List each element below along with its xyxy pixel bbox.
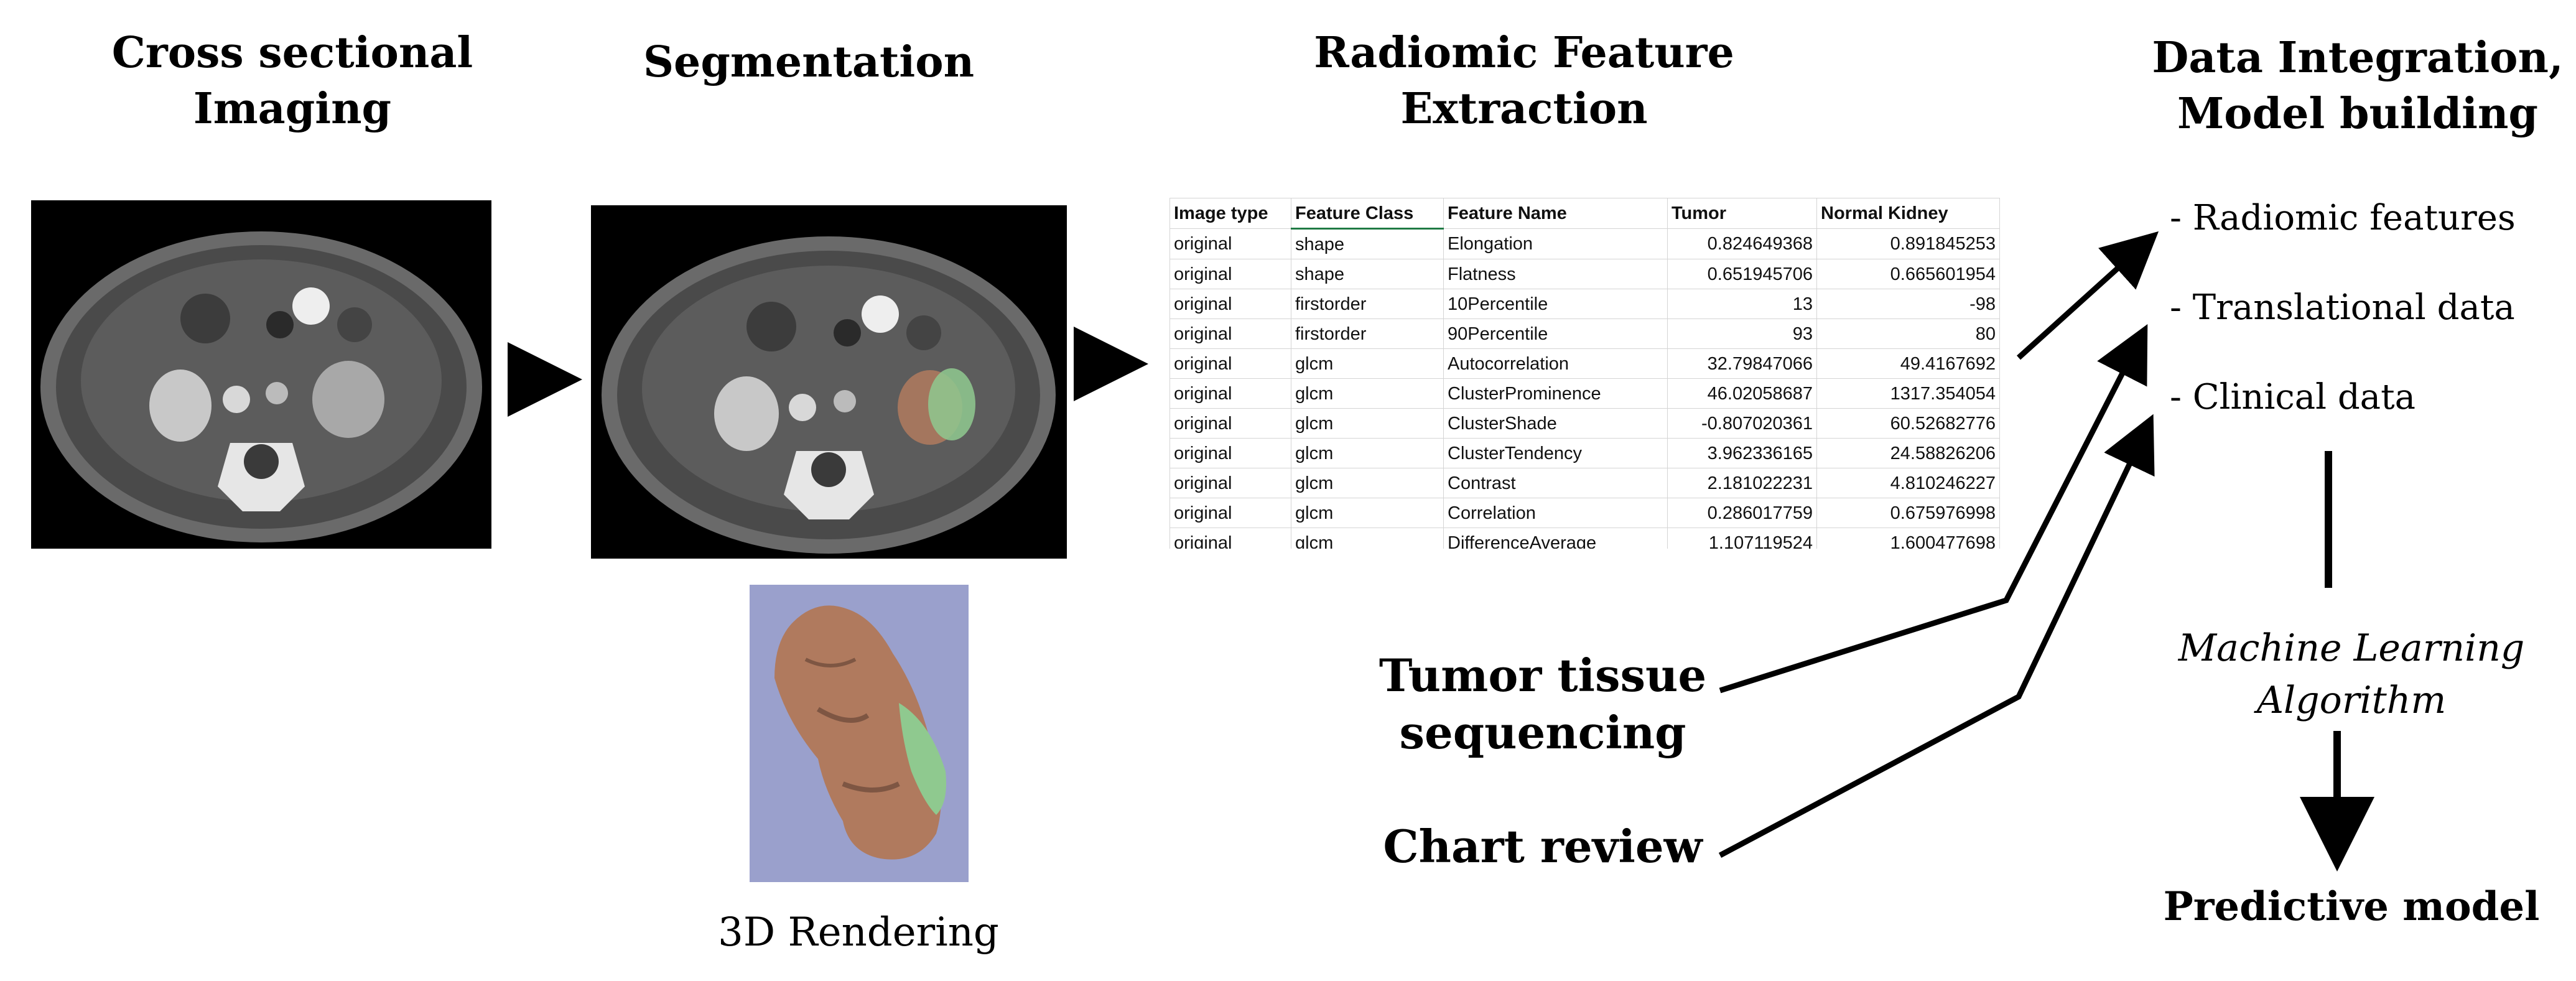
table-cell: original: [1169, 228, 1291, 259]
table-cell: original: [1169, 259, 1291, 289]
table-cell: 13: [1667, 289, 1817, 319]
segmentation-header: Segmentation: [643, 37, 975, 87]
imaging-header: Cross sectional Imaging: [111, 28, 473, 134]
3d-rendering-image: [750, 585, 969, 882]
table-cell: original: [1169, 468, 1291, 498]
table-cell: 1.600477698: [1816, 528, 2000, 549]
table-cell: original: [1169, 528, 1291, 549]
3d-rendering-label: 3D Rendering: [718, 909, 999, 955]
col-header: Normal Kidney: [1816, 198, 2000, 229]
table-cell: 24.58826206: [1816, 438, 2000, 468]
table-cell: original: [1169, 498, 1291, 528]
table-cell: original: [1169, 348, 1291, 379]
table-cell: ClusterProminence: [1443, 378, 1668, 409]
table-cell: 3.962336165: [1667, 438, 1817, 468]
table-cell: 60.52682776: [1816, 408, 2000, 439]
clinical-data-item: - Clinical data: [2170, 377, 2416, 417]
table-cell: firstorder: [1291, 318, 1444, 349]
table-cell: glcm: [1291, 498, 1444, 528]
table-cell: 0.824649368: [1667, 228, 1817, 259]
tumor-sequencing-label: Tumor tissue sequencing: [1379, 649, 1707, 759]
table-cell: 1.107119524: [1667, 528, 1817, 549]
table-cell: 10Percentile: [1443, 289, 1668, 319]
table-cell: glcm: [1291, 408, 1444, 439]
col-header: Feature Name: [1443, 198, 1668, 229]
table-cell: 0.651945706: [1667, 259, 1817, 289]
table-cell: 2.181022231: [1667, 468, 1817, 498]
table-cell: 32.79847066: [1667, 348, 1817, 379]
table-cell: original: [1169, 408, 1291, 439]
table-cell: glcm: [1291, 378, 1444, 409]
table-cell: Flatness: [1443, 259, 1668, 289]
col-header: Image type: [1169, 198, 1291, 229]
table-cell: firstorder: [1291, 289, 1444, 319]
col-header: Feature Class: [1291, 198, 1444, 230]
table-cell: glcm: [1291, 528, 1444, 549]
table-cell: Autocorrelation: [1443, 348, 1668, 379]
table-cell: 4.810246227: [1816, 468, 2000, 498]
arrow-table-to-radiomic-features: [2016, 231, 2159, 360]
table-cell: glcm: [1291, 348, 1444, 379]
table-cell: 0.891845253: [1816, 228, 2000, 259]
table-cell: original: [1169, 289, 1291, 319]
table-cell: 93: [1667, 318, 1817, 349]
translational-data-item: - Translational data: [2170, 287, 2515, 328]
table-cell: 90Percentile: [1443, 318, 1668, 349]
chart-review-label: Chart review: [1383, 820, 1703, 873]
table-cell: ClusterTendency: [1443, 438, 1668, 468]
table-cell: Contrast: [1443, 468, 1668, 498]
table-cell: 0.665601954: [1816, 259, 2000, 289]
segmented-ct-image: [591, 205, 1067, 559]
table-cell: glcm: [1291, 438, 1444, 468]
ml-algorithm-label: Machine Learning Algorithm: [2178, 626, 2525, 722]
table-cell: original: [1169, 318, 1291, 349]
table-cell: shape: [1291, 228, 1444, 259]
radiomic-features-item: - Radiomic features: [2170, 198, 2516, 238]
integration-header: Data Integration, Model building: [2152, 33, 2564, 139]
table-cell: 49.4167692: [1816, 348, 2000, 379]
table-cell: DifferenceAverage: [1443, 528, 1668, 549]
table-header-row: Image type Feature Class Feature Name Tu…: [1169, 198, 2000, 230]
table-cell: 0.675976998: [1816, 498, 2000, 528]
col-header: Tumor: [1667, 198, 1817, 229]
table-cell: 0.286017759: [1667, 498, 1817, 528]
table-cell: 46.02058687: [1667, 378, 1817, 409]
table-cell: 1317.354054: [1816, 378, 2000, 409]
ct-scan-image: [31, 200, 491, 549]
table-cell: shape: [1291, 259, 1444, 289]
table-cell: original: [1169, 378, 1291, 409]
table-cell: -0.807020361: [1667, 408, 1817, 439]
table-cell: ClusterShade: [1443, 408, 1668, 439]
table-cell: original: [1169, 438, 1291, 468]
table-cell: 80: [1816, 318, 2000, 349]
table-cell: Elongation: [1443, 228, 1668, 259]
feature-table: Image type Feature Class Feature Name Tu…: [1169, 198, 2000, 549]
radiomic-header: Radiomic Feature Extraction: [1314, 28, 1734, 134]
feature-table-clip: Image type Feature Class Feature Name Tu…: [1163, 193, 2003, 549]
table-cell: -98: [1816, 289, 2000, 319]
predictive-model-label: Predictive model: [2163, 883, 2540, 930]
table-cell: glcm: [1291, 468, 1444, 498]
table-cell: Correlation: [1443, 498, 1668, 528]
